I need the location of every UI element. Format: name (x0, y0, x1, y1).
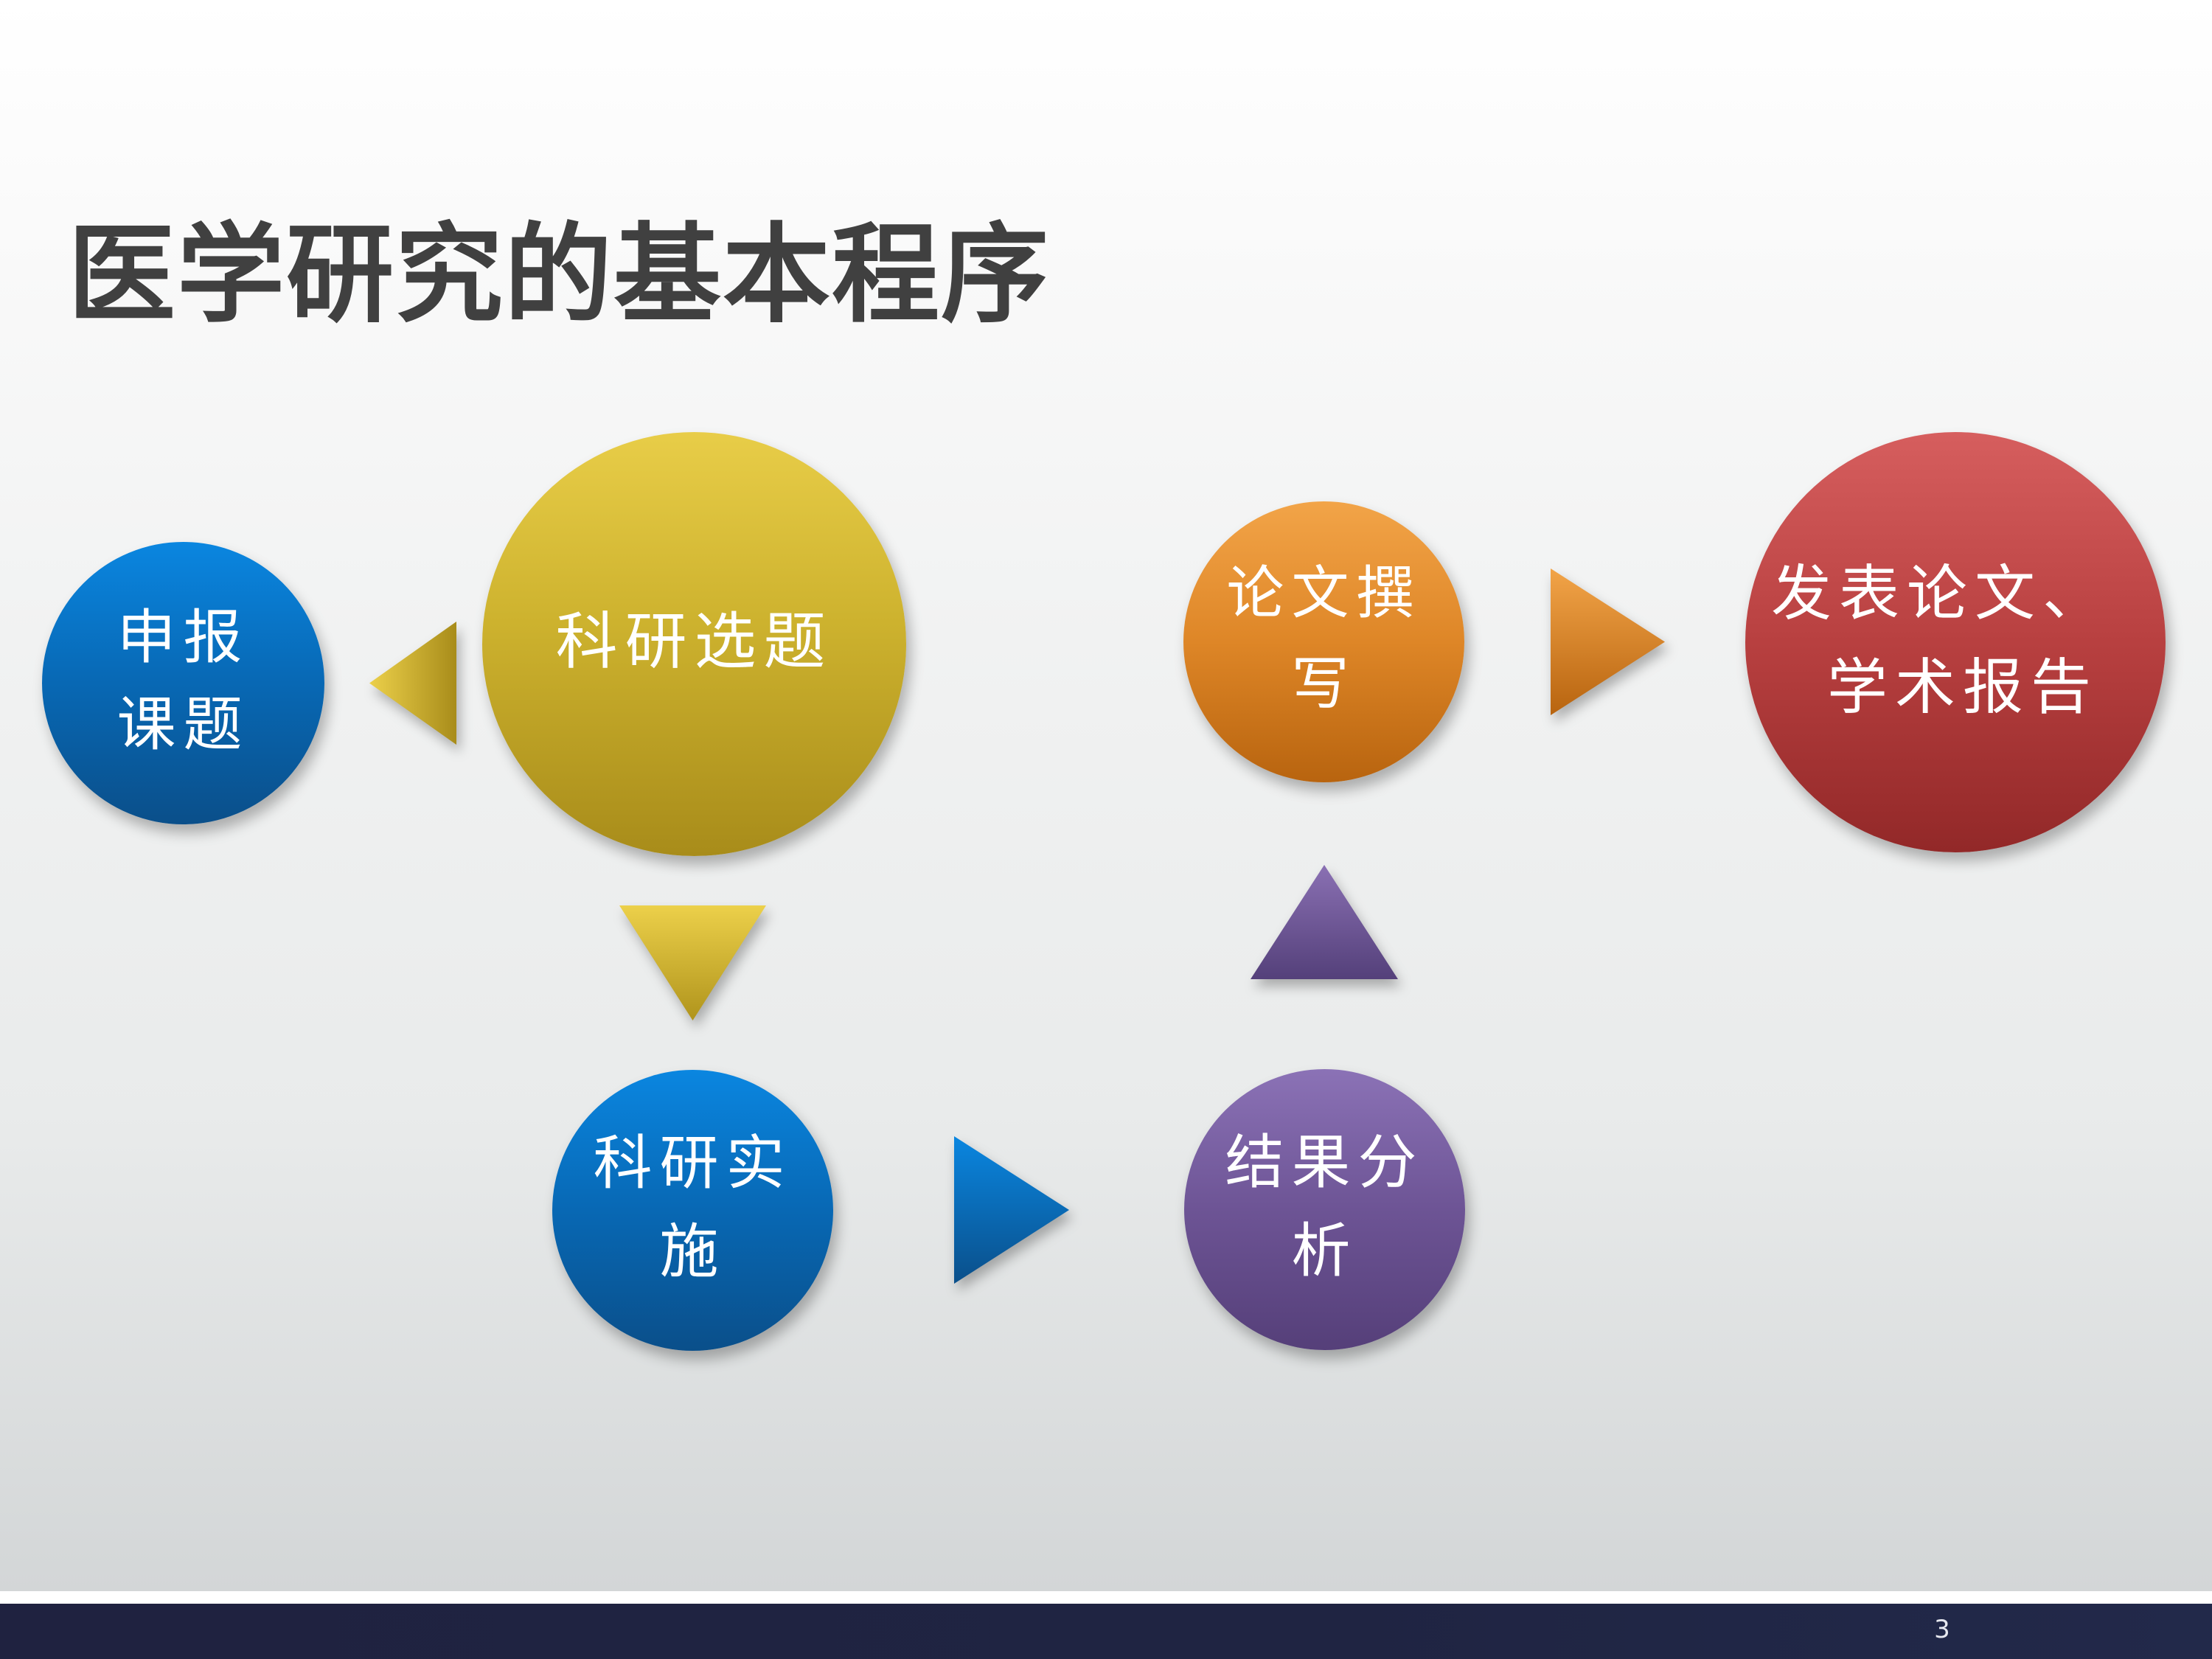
node-label-line: 学术报告 (1826, 653, 2098, 723)
node-label-line: 施 (659, 1217, 726, 1286)
slide-title: 医学研究的基本程序 (68, 212, 1050, 338)
node-apply-topic: 申报 课题 (42, 542, 324, 824)
footer-divider (0, 1591, 2212, 1604)
arrow-right-icon (1551, 568, 1665, 715)
node-paper-writing: 论文撰 写 (1183, 501, 1464, 782)
arrow-up-icon (1251, 865, 1398, 979)
footer-bar (0, 1604, 2212, 1659)
arrow-down-icon (619, 905, 766, 1020)
page-number: 3 (1934, 1615, 1950, 1644)
node-label-line: 论文撰 (1226, 560, 1422, 627)
node-label-line: 写 (1291, 650, 1357, 717)
node-label-line: 课题 (116, 689, 250, 759)
node-label-line: 析 (1291, 1216, 1358, 1285)
node-research-implementation: 科研实 施 (552, 1070, 833, 1351)
node-publish-report: 发表论文、 学术报告 (1745, 432, 2166, 852)
arrow-right-icon (954, 1136, 1069, 1284)
arrow-left-icon (369, 622, 456, 745)
node-label-line: 申报 (116, 602, 250, 672)
node-topic-selection: 科研选题 (482, 432, 906, 856)
node-label-line: 结果分 (1225, 1127, 1425, 1197)
node-label-line: 科研实 (593, 1128, 793, 1197)
node-result-analysis: 结果分 析 (1184, 1069, 1465, 1350)
node-label-line: 科研选题 (555, 605, 833, 678)
node-label-line: 发表论文、 (1770, 559, 2110, 629)
